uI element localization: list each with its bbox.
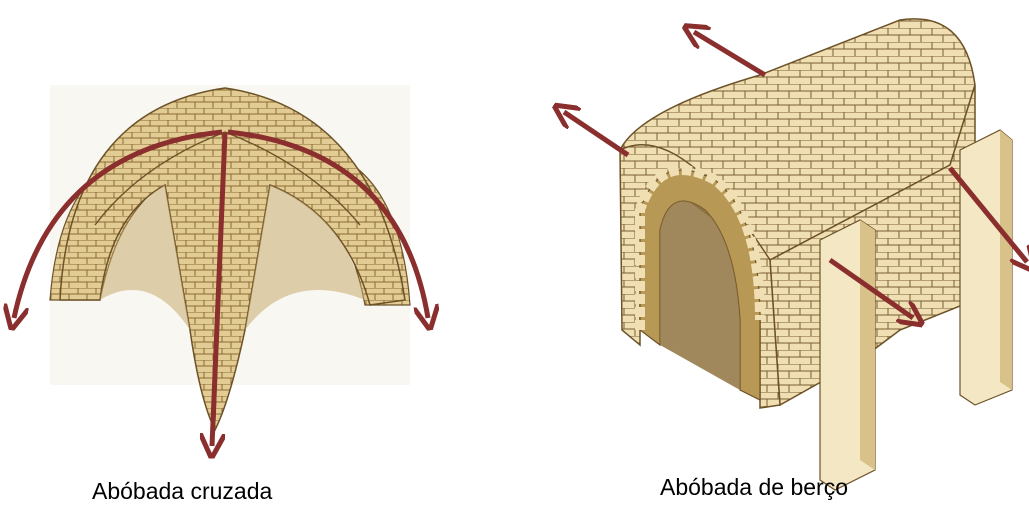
barrel-vault-illustration	[564, 19, 1027, 490]
thrust-arrow-upper	[694, 32, 765, 75]
cross-vault-illustration	[14, 85, 428, 446]
caption-barrel-vault: Abóbada de berço	[660, 474, 848, 501]
caption-cross-vault: Abóbada cruzada	[92, 478, 272, 505]
thrust-arrow-front	[564, 112, 628, 155]
